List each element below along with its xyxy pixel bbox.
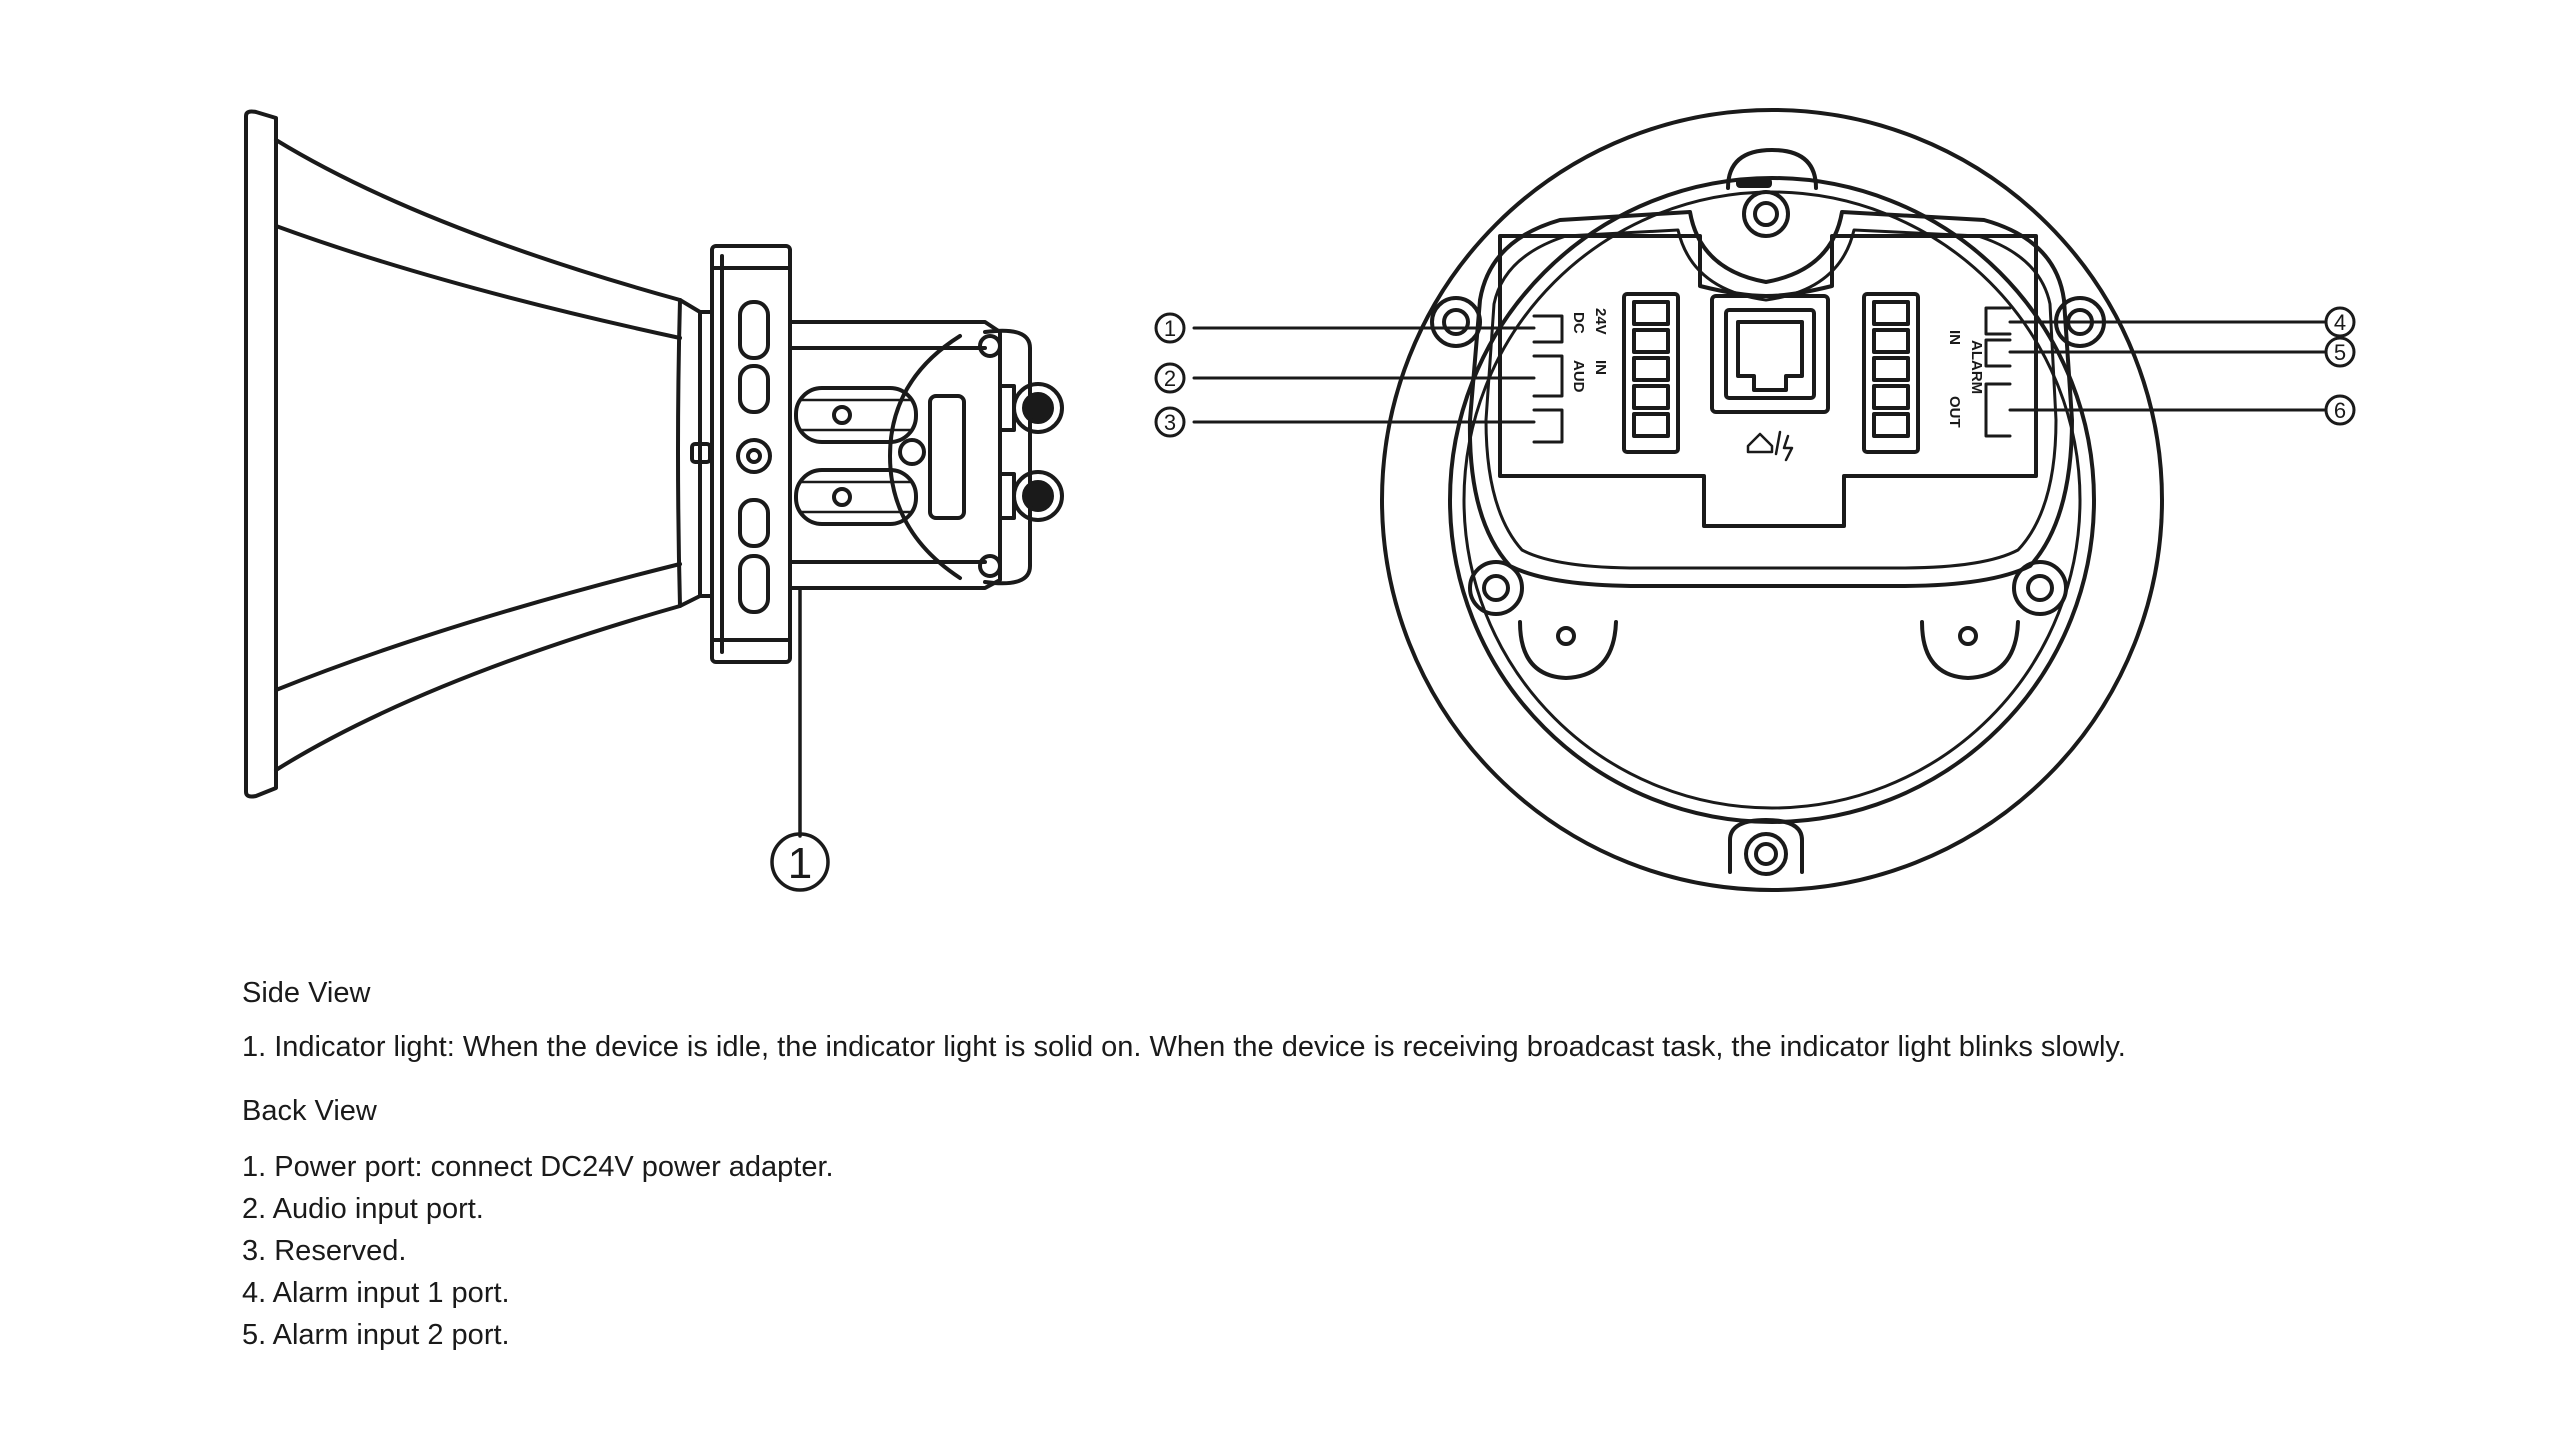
left-terminal-block [1622, 292, 1680, 454]
back-callout-1-label: 1 [1164, 316, 1176, 341]
back-callout-1 [1154, 312, 1186, 344]
panel-label-aud: AUD [1570, 360, 1587, 393]
device-diagram: 1 1 2 3 4 5 6 DC 24V AUD IN IN ALARM OUT [244, 108, 2356, 892]
mounting-bracket [710, 244, 792, 664]
back-callout-2-label: 2 [1164, 366, 1176, 391]
back-callout-4-label: 4 [2334, 310, 2346, 335]
back-view-item-4: 4. Alarm input 1 port. [242, 1277, 510, 1309]
indicator-light-icon [736, 438, 772, 474]
back-view-list: 1. Power port: connect DC24V power adapt… [242, 1146, 834, 1356]
back-callout-5-label: 5 [2334, 340, 2346, 365]
back-view-item-3: 3. Reserved. [242, 1235, 407, 1267]
horn-mouth-rim [244, 109, 278, 799]
cable-gland-bottom-icon [998, 470, 1064, 522]
side-view-drawing [244, 109, 1064, 892]
right-terminal-block [1862, 292, 1920, 454]
panel-label-in-left: IN [1592, 360, 1609, 375]
panel-label-alarm: ALARM [1968, 340, 1985, 394]
side-callout-1-label: 1 [788, 839, 812, 888]
side-callout-1 [770, 832, 830, 892]
ethernet-port-icon [1710, 294, 1830, 414]
cable-gland-top-icon [998, 382, 1064, 434]
side-view-heading: Side View [242, 977, 371, 1009]
panel-label-24v: 24V [1592, 308, 1609, 335]
panel-label-dc: DC [1570, 312, 1587, 334]
back-callout-4 [2324, 306, 2356, 338]
back-view-heading: Back View [242, 1095, 377, 1127]
back-callout-5 [2324, 336, 2356, 368]
panel-label-out: OUT [1946, 396, 1963, 428]
side-view-item-1: 1. Indicator light: When the device is i… [242, 1031, 2126, 1063]
back-view-item-5: 5. Alarm input 2 port. [242, 1319, 510, 1351]
back-view-item-2: 2. Audio input port. [242, 1193, 484, 1225]
back-callout-3-label: 3 [1164, 410, 1176, 435]
back-callout-3 [1154, 406, 1186, 438]
back-view-drawing [1154, 108, 2356, 892]
back-callout-6 [2324, 394, 2356, 426]
back-view-item-1: 1. Power port: connect DC24V power adapt… [242, 1151, 834, 1183]
back-callout-2 [1154, 362, 1186, 394]
back-callout-6-label: 6 [2334, 398, 2346, 423]
panel-label-in-right: IN [1946, 330, 1963, 345]
horn-body [274, 138, 702, 772]
network-symbol-icon [1746, 432, 1774, 454]
